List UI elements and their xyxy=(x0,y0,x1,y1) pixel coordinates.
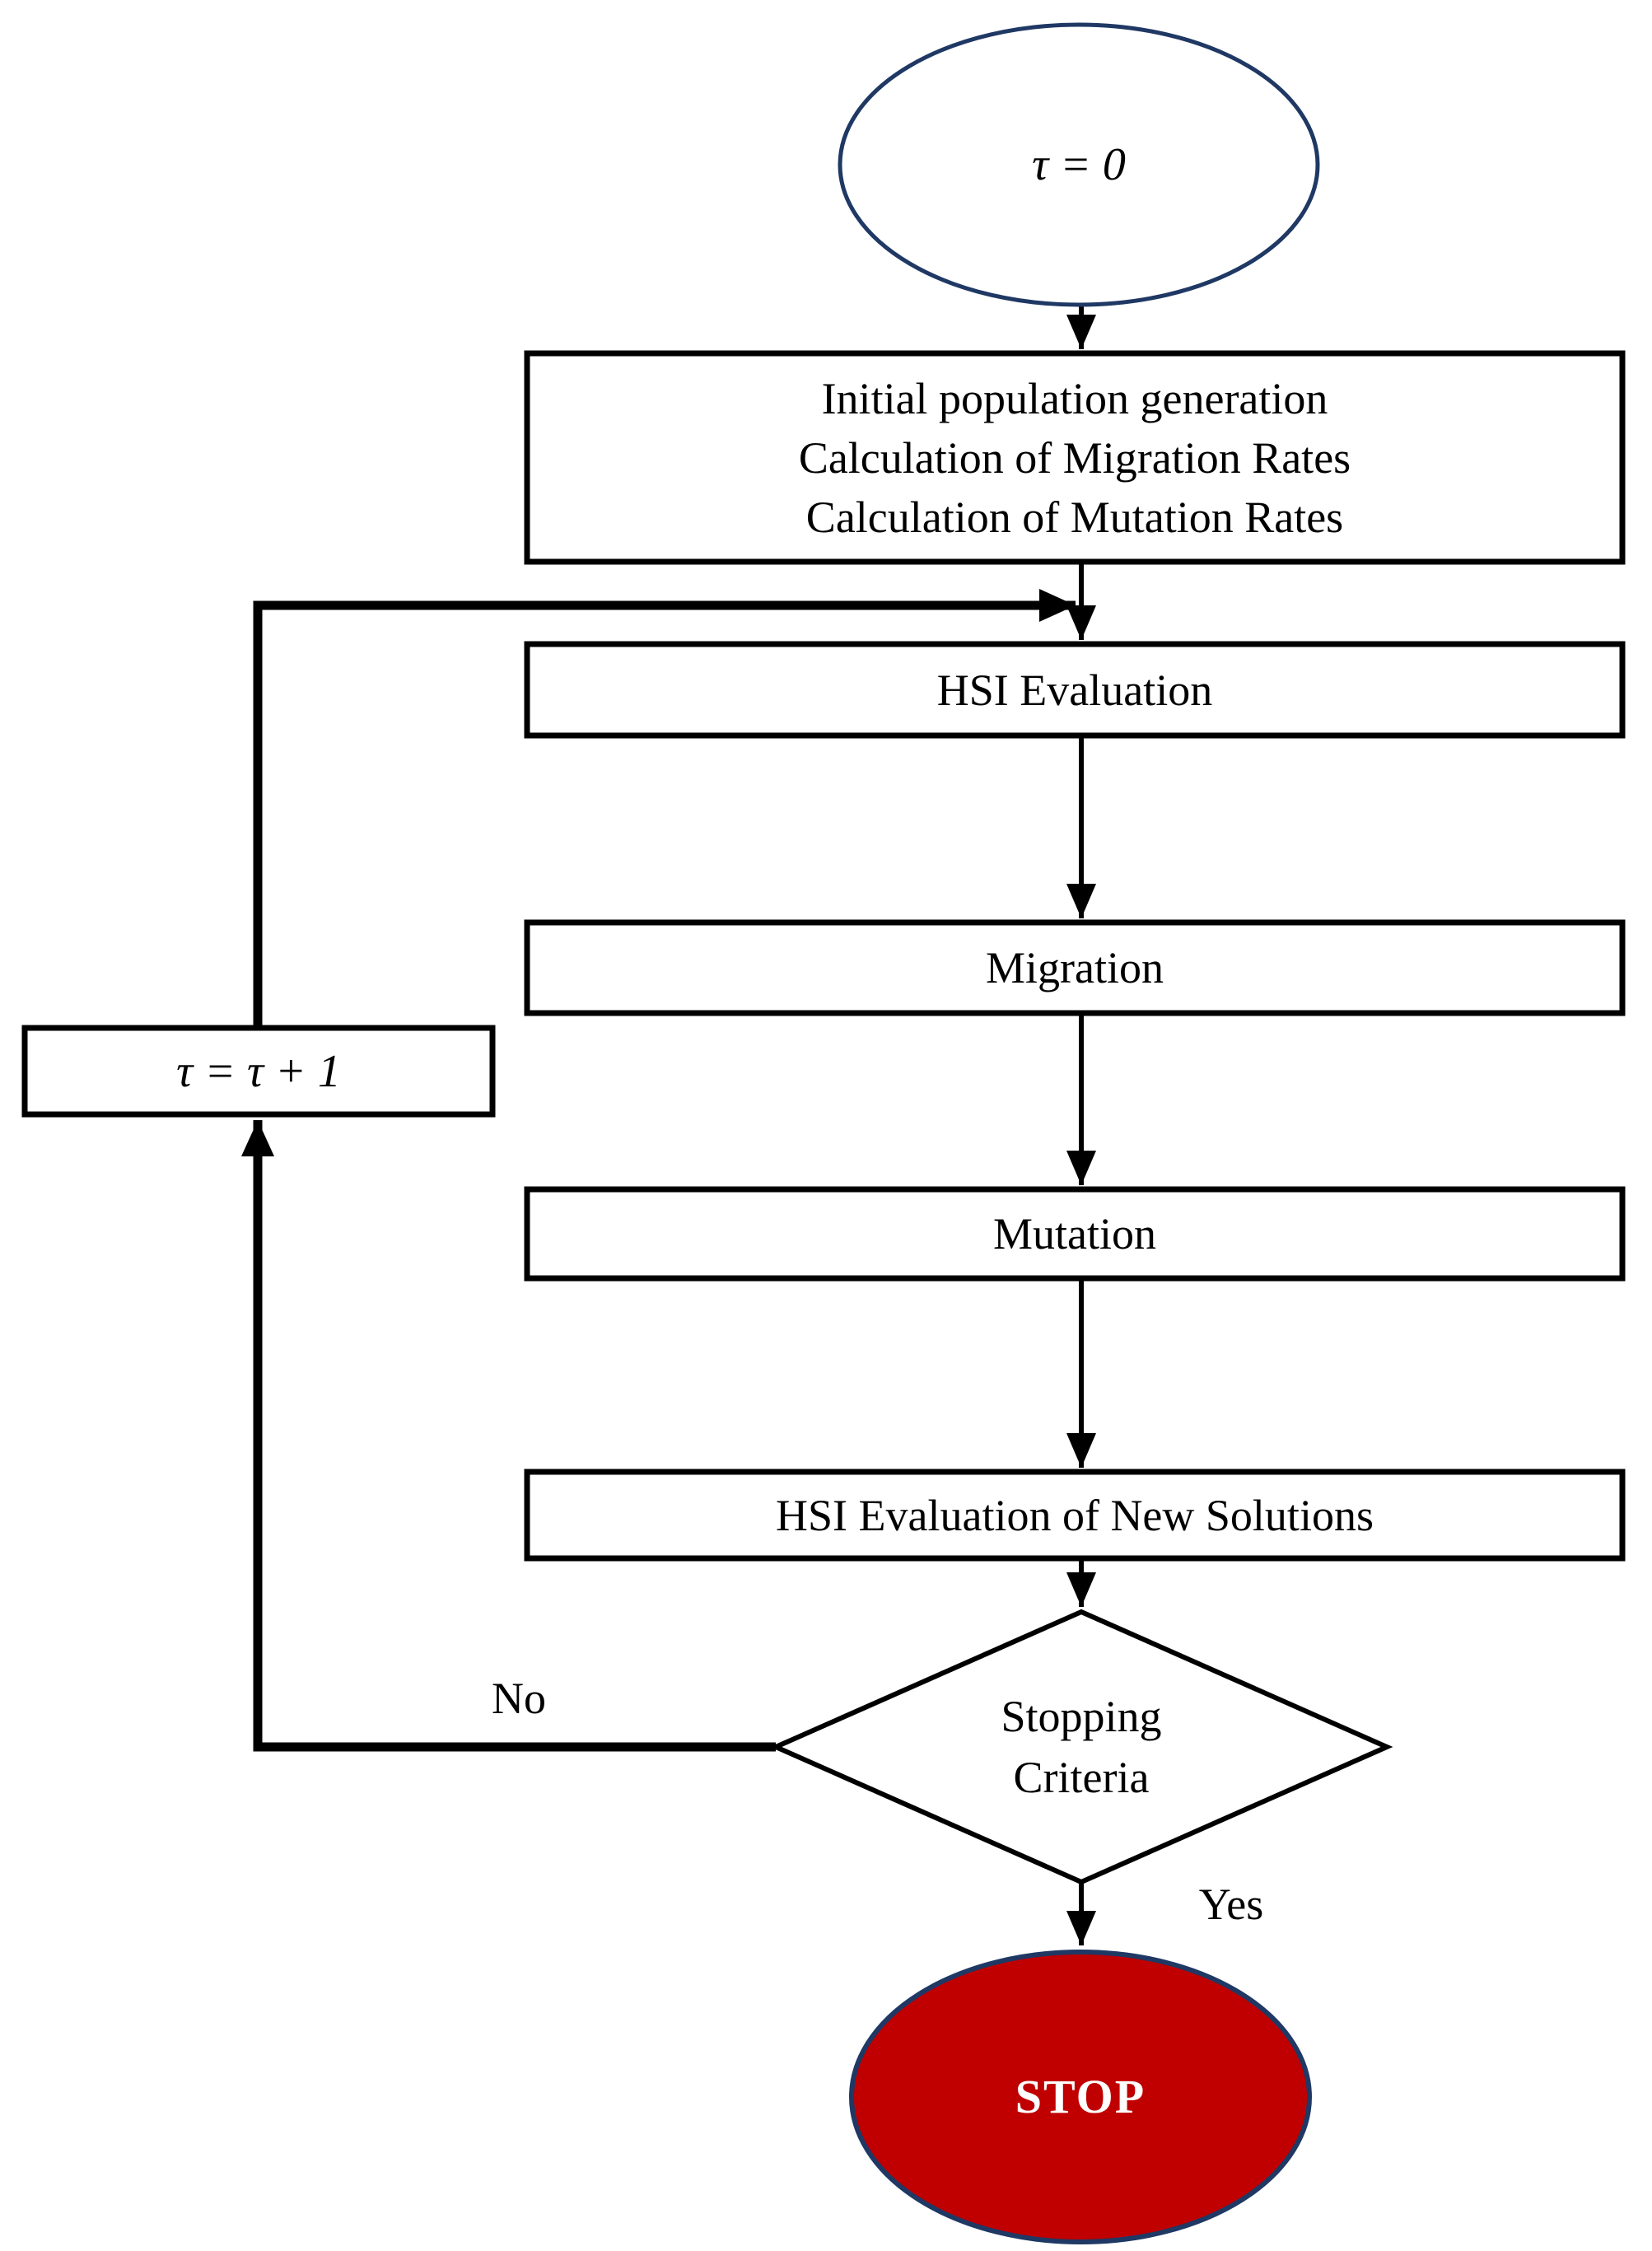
no-edge-label: No xyxy=(492,1674,546,1723)
init-label-line-3: Calculation of Mutation Rates xyxy=(805,492,1344,542)
stopping-criteria-decision-shape xyxy=(769,1609,1393,1885)
init-process-shape xyxy=(524,350,1626,565)
mutation-process-shape xyxy=(524,1186,1626,1282)
stopping-criteria-line-2: Criteria xyxy=(1013,1753,1150,1802)
migration-label: Migration xyxy=(986,943,1164,992)
stopping-criteria-line-1: Stopping xyxy=(1001,1692,1162,1741)
stopping-criteria-label: Stopping Criteria xyxy=(933,1666,1230,1828)
hsi-eval-process-shape xyxy=(524,641,1626,739)
hsi-eval-new-process-shape xyxy=(524,1469,1626,1562)
edge-counter-to-loop-junction xyxy=(253,589,1076,1027)
init-label: Initial population generation Calculatio… xyxy=(527,353,1622,562)
start-label: τ = 0 xyxy=(1032,139,1126,190)
counter-process-shape xyxy=(21,1025,496,1118)
init-label-line-1: Initial population generation xyxy=(821,373,1328,423)
migration-process-shape xyxy=(524,919,1626,1016)
yes-edge-label: Yes xyxy=(1198,1880,1264,1929)
stop-terminator-shape xyxy=(849,1950,1312,2244)
stop-label: STOP xyxy=(1015,2070,1146,2123)
mutation-label: Mutation xyxy=(993,1209,1156,1259)
counter-label: τ = τ + 1 xyxy=(176,1045,341,1097)
edge-decision-to-counter-no xyxy=(241,1120,776,1752)
hsi-eval-new-label: HSI Evaluation of New Solutions xyxy=(776,1490,1374,1540)
hsi-eval-label: HSI Evaluation xyxy=(936,665,1213,715)
init-label-line-2: Calculation of Migration Rates xyxy=(798,432,1351,483)
start-terminator-shape xyxy=(838,22,1320,307)
